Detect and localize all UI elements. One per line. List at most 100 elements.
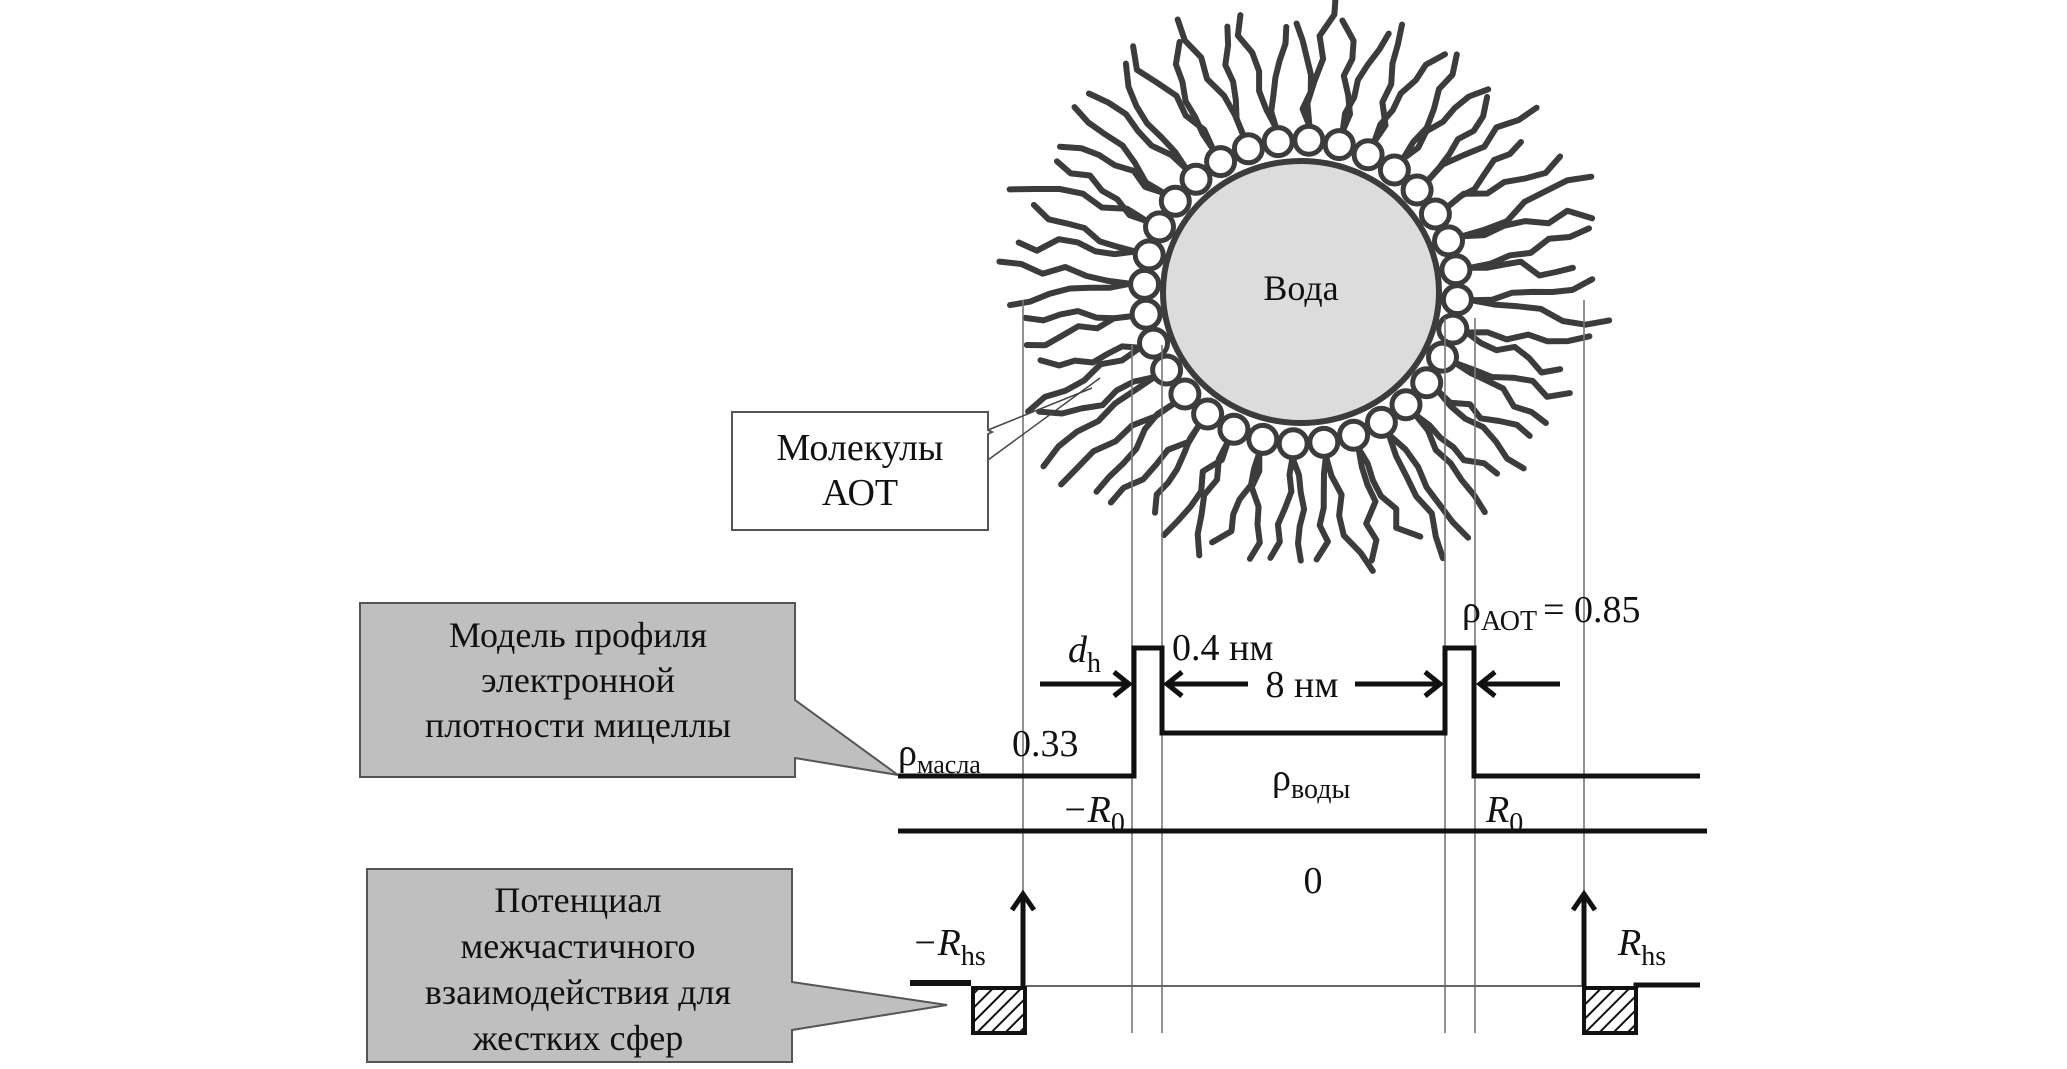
zero-label: 0 bbox=[1304, 860, 1323, 902]
surfactant-tail bbox=[1025, 344, 1143, 415]
surfactant-tail bbox=[1452, 360, 1573, 400]
surfactant-tail bbox=[1085, 90, 1190, 172]
surfactant-tail bbox=[1435, 388, 1527, 472]
surfactant-tail bbox=[1463, 329, 1593, 345]
surfactant-head bbox=[1322, 128, 1356, 162]
minus-rhs-sub: hs bbox=[961, 941, 986, 972]
rhs-label: Rhs bbox=[1617, 922, 1666, 972]
potential-callout-line4: жестких сфер bbox=[472, 1018, 683, 1058]
surfactant-head bbox=[1440, 283, 1474, 317]
aot-callout-box bbox=[731, 411, 995, 531]
core-label: Вода bbox=[1263, 268, 1338, 308]
surfactant-tail bbox=[1293, 20, 1314, 130]
potential-right-segment bbox=[1633, 982, 1700, 988]
surfactant-head bbox=[1426, 340, 1459, 374]
surfactant-tail bbox=[1339, 17, 1357, 134]
potential-callout-line2: межчастичного bbox=[460, 926, 695, 966]
surfactant-tail bbox=[1007, 280, 1134, 309]
surfactant-tail bbox=[1022, 308, 1135, 324]
r0-label: R0 bbox=[1485, 789, 1523, 839]
surfactant-tail bbox=[1467, 225, 1592, 271]
potential-callout-line3: взаимодействия для bbox=[425, 972, 731, 1012]
surfactant-tail bbox=[1122, 60, 1190, 172]
surfactant-head bbox=[1168, 377, 1202, 411]
surfactant-tail bbox=[1400, 51, 1460, 162]
surfactant-head bbox=[1204, 145, 1238, 179]
potential-arrowhead-right bbox=[1570, 889, 1598, 912]
rho-aot-sub: АОТ bbox=[1481, 606, 1537, 637]
density-callout-box bbox=[359, 602, 899, 778]
surfactant-tail bbox=[1467, 258, 1576, 279]
surfactant-tail bbox=[1463, 329, 1564, 376]
dh-symbol: d bbox=[1068, 629, 1088, 671]
surfactant-head bbox=[1292, 123, 1326, 157]
surfactant-head bbox=[1191, 397, 1225, 431]
surfactant-head bbox=[1377, 153, 1411, 187]
dh-arrowhead-left bbox=[1112, 670, 1134, 698]
surfactant-head bbox=[1400, 173, 1434, 207]
surfactant-tail bbox=[1015, 236, 1139, 258]
surfactant-tail bbox=[1160, 439, 1231, 539]
rho-water-symbol: ρ bbox=[1272, 757, 1291, 799]
surfactant-tail bbox=[1313, 453, 1331, 563]
rho-oil-value: 0.33 bbox=[1012, 723, 1079, 765]
surfactant-tail bbox=[1036, 374, 1158, 417]
surfactant-tail bbox=[1040, 374, 1158, 470]
rho-oil-label: ρмасла bbox=[898, 732, 981, 779]
minus-r0-symbol: −R bbox=[1062, 789, 1111, 831]
rhs-sub: hs bbox=[1641, 941, 1666, 972]
surfactant-head bbox=[1410, 366, 1444, 400]
surfactant-head bbox=[1389, 388, 1423, 422]
density-callout-line2: электронной bbox=[481, 660, 675, 700]
surfactant-tail bbox=[1289, 454, 1308, 564]
rho-water-sub: воды bbox=[1291, 774, 1350, 805]
surfactant-tail bbox=[1246, 450, 1263, 562]
surfactant-heads bbox=[1128, 123, 1474, 461]
surfactant-head bbox=[1307, 425, 1341, 459]
potential-callout-box bbox=[366, 868, 948, 1063]
water-core bbox=[1160, 158, 1442, 426]
surfactant-tail bbox=[1468, 297, 1613, 328]
minus-rhs-symbol: −R bbox=[912, 922, 961, 964]
dimension-arrows bbox=[1040, 670, 1560, 698]
minus-r0-label: −R0 bbox=[1062, 789, 1125, 839]
rho-water-label: ρводы bbox=[1272, 757, 1350, 805]
potential-callout: Потенциал межчастичного взаимодействия д… bbox=[366, 868, 948, 1063]
surfactant-tail bbox=[1107, 422, 1202, 506]
potential-arrowhead-left bbox=[1009, 889, 1037, 912]
surfactant-head bbox=[1418, 197, 1452, 231]
r0-sub: 0 bbox=[1509, 808, 1523, 839]
surfactant-tail bbox=[1355, 445, 1380, 564]
surfactant-head bbox=[1337, 418, 1371, 452]
surfactant-head bbox=[1158, 184, 1192, 218]
surfactant-head bbox=[1351, 138, 1385, 172]
surfactant-head bbox=[1231, 132, 1265, 166]
surfactant-tail bbox=[1030, 201, 1139, 255]
rho-oil-sub: масла bbox=[917, 750, 981, 779]
surfactant-tail bbox=[1339, 30, 1392, 134]
density-callout-line1: Модель профиля bbox=[449, 615, 707, 655]
aot-callout-line2: АОТ bbox=[822, 472, 898, 514]
surfactant-head bbox=[1129, 297, 1163, 331]
surfactant-tail bbox=[1385, 431, 1472, 541]
dh-value: 0.4 нм bbox=[1172, 627, 1273, 669]
surfactant-tail bbox=[1444, 153, 1564, 210]
surfactant-head bbox=[1436, 312, 1470, 346]
rho-oil-symbol: ρ bbox=[898, 732, 917, 774]
surfactant-tail bbox=[1268, 23, 1290, 131]
surfactant-tail bbox=[1234, 12, 1280, 131]
density-profile bbox=[898, 645, 1707, 834]
rho-aot-label: ρАОТ= 0.85 bbox=[1462, 589, 1641, 637]
core-diameter-label: 8 нм bbox=[1266, 664, 1339, 706]
minus-r0-sub: 0 bbox=[1111, 808, 1125, 839]
surfactant-tail bbox=[1385, 431, 1446, 562]
rho-aot-value: = 0.85 bbox=[1543, 589, 1640, 631]
surfactant-tail bbox=[1267, 454, 1296, 561]
surfactant-head bbox=[1246, 422, 1280, 456]
surfactant-tail bbox=[1322, 453, 1376, 574]
surfactant-head bbox=[1276, 427, 1310, 461]
surfactant-tail bbox=[1222, 23, 1247, 139]
surfactant-tail bbox=[1468, 276, 1596, 304]
rho-aot-symbol: ρ bbox=[1462, 589, 1481, 631]
